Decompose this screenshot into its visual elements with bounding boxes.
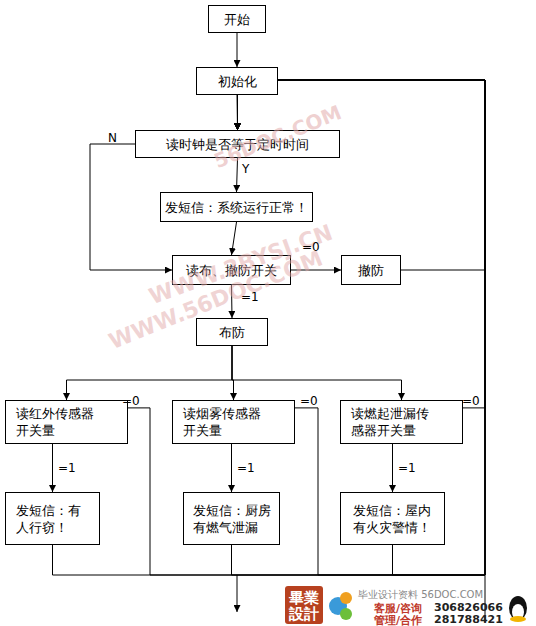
branch-label: Y — [242, 162, 249, 176]
contact-label: 管理/合作 — [374, 613, 422, 626]
contact-number: 281788421 — [434, 613, 503, 626]
flow-arrow — [232, 346, 402, 400]
branch-label: =1 — [398, 461, 416, 475]
contact-label: 客服/咨询 — [374, 601, 422, 616]
exit-wire — [237, 575, 238, 612]
sensor-box: 读燃起泄漏传感器开关量 — [340, 400, 463, 444]
flow-arrow — [53, 80, 486, 575]
logo-icon — [340, 608, 352, 620]
branch-label: N — [108, 131, 117, 145]
process-box: 初始化 — [196, 67, 278, 95]
sensor-box: 读红外传感器开关量 — [5, 400, 128, 444]
logo-icon — [340, 592, 352, 604]
alert-box: 发短信：有人行窃！ — [5, 492, 100, 545]
flow-arrow — [237, 33, 238, 67]
contact-number: 306826066 — [434, 601, 503, 614]
branch-label: =0 — [122, 394, 140, 408]
flow-arrow — [231, 444, 232, 492]
node-text: 发短信：厨房有燃气泄漏 — [193, 502, 271, 536]
branch-label: =1 — [241, 290, 259, 304]
node-text-group: 发短信：有人行窃！ — [16, 502, 85, 536]
flow-arrow — [232, 222, 237, 255]
node-text: 发短信：屋内有火灾警情！ — [353, 502, 433, 536]
node-text: 撤防 — [358, 262, 384, 279]
branch-label: =0 — [462, 394, 480, 408]
node-text-group: 开始 — [224, 11, 250, 28]
alert-box: 发短信：屋内有火灾警情！ — [340, 492, 445, 545]
branch-label: =0 — [302, 240, 320, 254]
node-text: 读烟雾传感器开关量 — [183, 405, 264, 439]
penguin-icon — [510, 616, 526, 622]
sensor-box: 读烟雾传感器开关量 — [172, 400, 295, 444]
node-text: 发短信：系统运行正常！ — [165, 199, 308, 216]
node-text-group: 读燃起泄漏传感器开关量 — [351, 405, 432, 439]
node-text: 开始 — [224, 11, 250, 28]
process-box: 撤防 — [341, 255, 401, 285]
flow-arrow — [52, 444, 53, 492]
alert-box: 发短信：厨房有燃气泄漏 — [183, 492, 280, 545]
node-text-group: 读红外传感器开关量 — [16, 405, 97, 439]
node-text: 读燃起泄漏传感器开关量 — [351, 405, 432, 439]
branch-label: =0 — [300, 394, 318, 408]
branch-label: =1 — [237, 461, 255, 475]
node-text: 布防 — [219, 324, 245, 341]
node-text-group: 发短信：系统运行正常！ — [165, 199, 308, 216]
logo-text: 畢業設計 — [287, 590, 321, 622]
branch-label: =1 — [58, 461, 76, 475]
process-box: 发短信：系统运行正常！ — [160, 192, 313, 222]
node-text: 读红外传感器开关量 — [16, 405, 97, 439]
node-text-group: 初始化 — [218, 73, 257, 90]
node-text-group: 撤防 — [358, 262, 384, 279]
flow-arrow — [67, 346, 233, 400]
node-text-group: 发短信：厨房有燃气泄漏 — [193, 502, 271, 536]
node-text-group: 发短信：屋内有火灾警情！ — [353, 502, 433, 536]
start-box: 开始 — [208, 5, 266, 33]
process-box: 布防 — [196, 318, 268, 346]
node-text-group: 读烟雾传感器开关量 — [183, 405, 264, 439]
logo-badge — [285, 586, 323, 624]
node-text: 初始化 — [218, 73, 257, 90]
flow-arrow — [392, 444, 393, 492]
flow-arrow — [128, 80, 485, 575]
node-text: 发短信：有人行窃！ — [16, 502, 85, 536]
logo-caption: 毕业设计资料 56DOC.COM — [358, 588, 483, 602]
node-text-group: 布防 — [219, 324, 245, 341]
